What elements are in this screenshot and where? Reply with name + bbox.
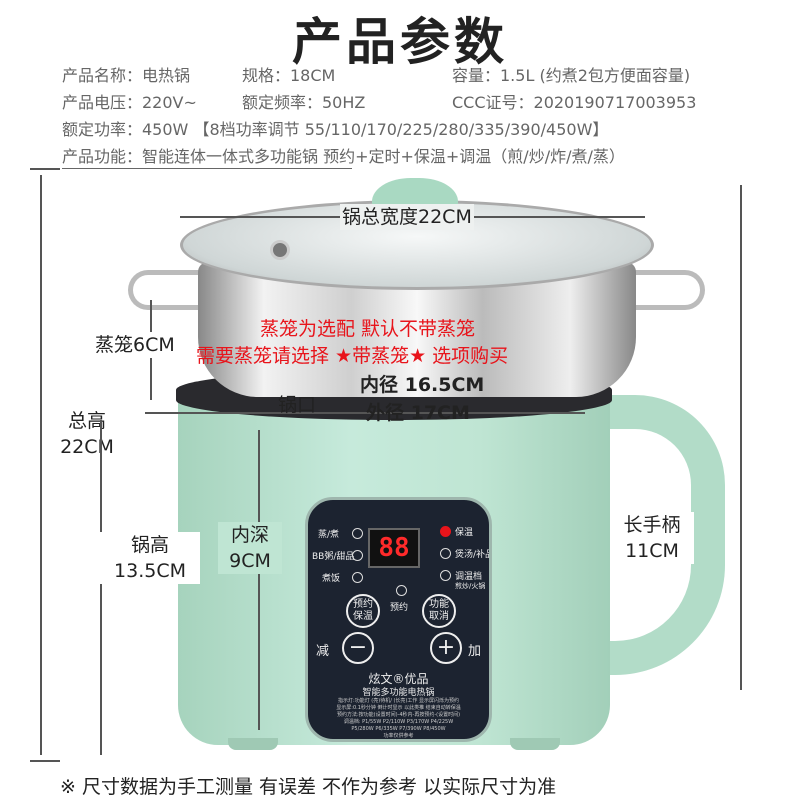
steamer-height-label: 蒸笼6CM: [95, 332, 175, 358]
label-text: 总高: [67, 410, 106, 432]
depth-line: [258, 430, 260, 730]
spec-row: 产品电压：220V~ 额定频率：50HZ CCC证号：202019071700395…: [62, 89, 696, 113]
dim-tick: [30, 168, 60, 170]
control-panel: 88 蒸/煮 BB粥/甜品 煮饭 保温 煲汤/补品 调温档 煎炒/火锅 预约 预…: [305, 497, 492, 742]
pot-height-label: 锅高 13.5CM: [100, 532, 200, 584]
spec-voltage: 产品电压：220V~: [62, 93, 197, 112]
total-height-label: 总高 22CM: [52, 408, 122, 460]
mode-rice-label: 煮饭: [322, 574, 341, 584]
measurement-disclaimer: ※ 尺寸数据为手工测量 有误差 不作为参考 以实际尺寸为准: [60, 776, 557, 798]
handle-length-line: [740, 185, 742, 690]
instruction-line: P5/280W P6/335W P7/390W P8/450W: [351, 726, 446, 732]
mode-temp-label: 调温档: [455, 572, 483, 582]
dim-tick: [30, 760, 60, 762]
mode-steam-indicator: [352, 528, 363, 539]
outer-diameter-label: 外径 17CM: [366, 402, 470, 424]
mode-warm-label: 保温: [455, 528, 474, 538]
panel-instructions: 指示灯:功能灯 (亮)待机/ (长亮)工作 显示屏闪烁为预约 显示屏:0.1秒分…: [308, 698, 489, 739]
handle-length-label: 长手柄 11CM: [610, 512, 694, 564]
total-height-line: [40, 175, 42, 755]
button-text: 取消: [429, 611, 449, 622]
mode-soup-indicator: [440, 548, 451, 559]
steamer-handle-left: [128, 270, 218, 310]
steamer-notice-line1: 蒸笼为选配 默认不带蒸笼: [260, 318, 476, 340]
spec-power: 额定功率：450W 【8档功率调节 55/110/170/225/280/335…: [62, 120, 609, 139]
panel-subtitle: 智能多功能电热锅: [362, 688, 435, 698]
plus-button[interactable]: +: [430, 632, 462, 664]
spec-function: 产品功能：智能连体一体式多功能锅 预约+定时+保温+调温（煎/炒/炸/煮/蒸）: [62, 147, 625, 166]
led-display: 88: [368, 528, 420, 568]
mode-rice-indicator: [352, 572, 363, 583]
instruction-line: 功率仅供参考: [383, 733, 414, 739]
label-text: 长手柄: [623, 514, 681, 536]
label-text: 11CM: [625, 540, 679, 562]
spec-frequency: 额定频率：50HZ: [242, 93, 366, 112]
steamer-handle-right: [615, 270, 705, 310]
instruction-line: 调温档: P1/55W P2/110W P3/170W P4/225W: [343, 719, 454, 725]
minus-label: 减: [316, 644, 330, 659]
mode-temp-sublabel: 煎炒/火锅: [455, 582, 486, 590]
pot-height-line: [100, 420, 102, 755]
reserve-indicator: [396, 585, 407, 596]
label-text: 22CM: [60, 436, 114, 458]
mode-temp-indicator: [440, 570, 451, 581]
pot-foot: [228, 738, 278, 750]
inner-diameter-label: 内径 16.5CM: [360, 374, 485, 396]
cancel-button[interactable]: 功能取消: [422, 594, 456, 628]
display-digits: 88: [378, 533, 410, 563]
button-text: 预约: [353, 599, 373, 610]
divider: [62, 168, 352, 169]
brand-logo: 炫文®优品: [368, 672, 429, 686]
spec-size: 规格：18CM: [242, 66, 336, 85]
width-label: 锅总宽度22CM: [340, 204, 474, 230]
reserve-warm-button[interactable]: 预约保温: [346, 594, 380, 628]
spec-row: 额定功率：450W 【8档功率调节 55/110/170/225/280/335…: [62, 116, 608, 140]
button-text: 功能: [429, 599, 449, 610]
button-text: 保温: [353, 611, 373, 622]
label-text: 13.5CM: [114, 560, 186, 582]
minus-button[interactable]: −: [342, 632, 374, 664]
mode-porridge-label: BB粥/甜品: [312, 552, 355, 562]
instruction-line: 指示灯:功能灯 (亮)待机/ (长亮)工作 显示屏闪烁为预约: [338, 698, 459, 704]
spec-name: 产品名称：电热锅: [62, 66, 191, 85]
mode-soup-label: 煲汤/补品: [455, 550, 492, 560]
label-text: 9CM: [229, 550, 271, 572]
steam-vent: [270, 240, 290, 260]
spec-row: 产品名称：电热锅 规格：18CM 容量：1.5L (约煮2包方便面容量): [62, 62, 690, 86]
label-text: 内深: [230, 524, 269, 546]
page-title: 产品参数: [292, 13, 508, 71]
mouth-label: 锅口: [278, 394, 317, 416]
instruction-line: 显示屏:0.1秒分钟 倒计时显示 以此类推 结束自动转保温: [336, 705, 461, 711]
mode-porridge-indicator: [352, 550, 363, 561]
mode-warm-indicator: [440, 526, 451, 537]
instruction-line: 预约方法:按功能(设置时间)-4秒内-再按预约-(设置时间): [336, 712, 461, 718]
mode-steam-label: 蒸/煮: [318, 530, 340, 540]
reserve-indicator-label: 预约: [390, 603, 409, 613]
mouth-line: [145, 412, 585, 414]
label-text: 锅高: [130, 534, 169, 556]
depth-label: 内深 9CM: [218, 522, 282, 574]
spec-ccc: CCC证号：2020190717003953: [452, 93, 697, 112]
steamer-notice-line2: 需要蒸笼请选择 ★带蒸笼★ 选项购买: [196, 345, 509, 367]
plus-label: 加: [468, 644, 482, 659]
pot-foot: [510, 738, 560, 750]
spec-row: 产品功能：智能连体一体式多功能锅 预约+定时+保温+调温（煎/炒/炸/煮/蒸）: [62, 143, 625, 167]
spec-capacity: 容量：1.5L (约煮2包方便面容量): [452, 66, 691, 85]
